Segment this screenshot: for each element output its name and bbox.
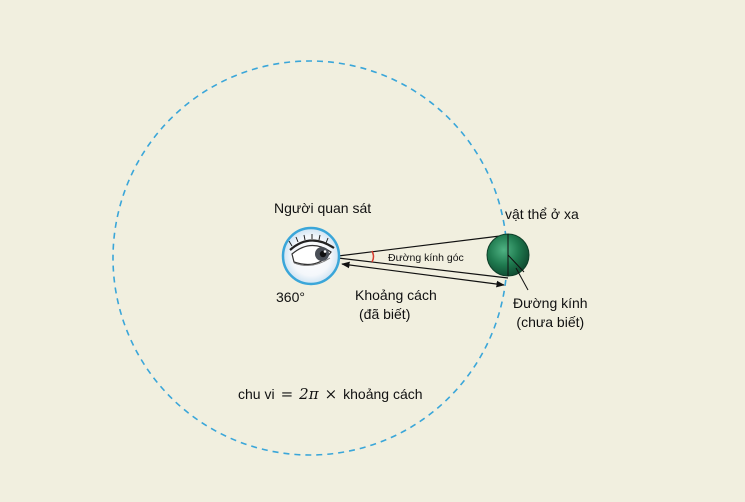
diameter-label-line2: (chưa biết)	[516, 314, 585, 330]
distance-label-line1: Khoảng cách	[355, 287, 437, 303]
formula-factor: 2π	[299, 385, 319, 403]
distant-object-label: vật thể ở xa	[505, 206, 579, 222]
distance-label: Khoảng cách (đã biết)	[355, 286, 437, 324]
diameter-label: Đường kính (chưa biết)	[513, 294, 588, 332]
observer-label: Người quan sát	[274, 200, 372, 216]
formula-left: chu vi	[238, 386, 275, 402]
diameter-label-line1: Đường kính	[513, 295, 588, 311]
angular-diameter-label: Đường kính góc	[388, 252, 464, 264]
angle-mark	[371, 250, 375, 263]
formula-equals: =	[280, 385, 294, 403]
diameter-leader	[515, 267, 529, 291]
distance-arrow	[341, 261, 505, 288]
sight-line-top	[337, 234, 509, 257]
distance-label-line2: (đã biết)	[359, 306, 411, 322]
formula-right: khoảng cách	[343, 386, 423, 402]
sphere-icon	[486, 233, 530, 277]
formula-times: ×	[324, 385, 338, 403]
full-angle-label: 360°	[276, 289, 305, 305]
circumference-formula: chu vi = 2π × khoảng cách	[238, 386, 423, 403]
eye-icon	[281, 226, 341, 286]
